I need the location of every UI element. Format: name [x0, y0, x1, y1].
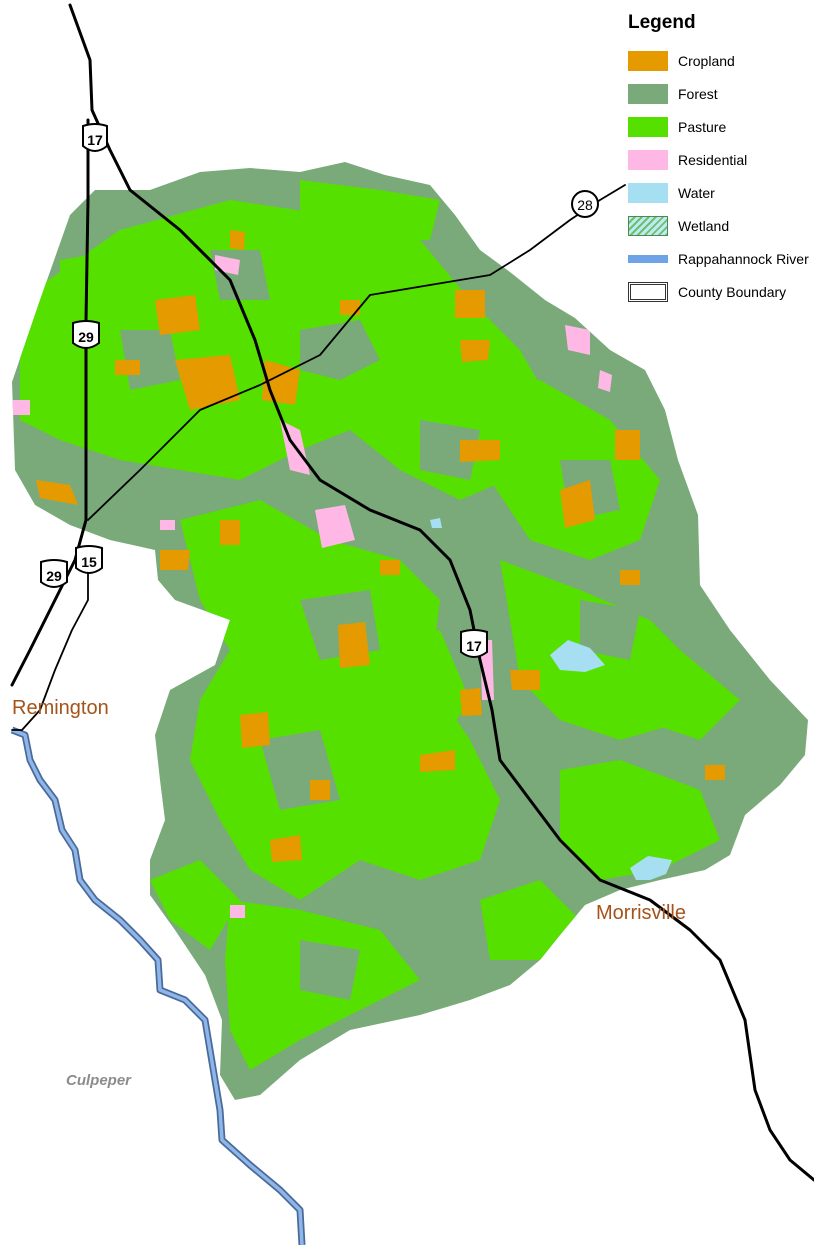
road-us15: [11, 559, 89, 731]
culpeper-label: Culpeper: [66, 1072, 132, 1089]
us29-shield-north: 29: [72, 320, 100, 349]
us17-shield-north: 17: [82, 123, 108, 152]
legend-label: Rappahannock River: [678, 250, 809, 267]
legend-item-county-boundary: County Boundary: [628, 275, 814, 308]
us29-shield-south-label: 29: [46, 568, 62, 584]
legend-label: Water: [678, 184, 715, 201]
river-swatch: [628, 254, 668, 263]
legend-item-cropland: Cropland: [628, 44, 814, 77]
road-us29: [10, 118, 90, 687]
va28-shield-label: 28: [577, 197, 593, 213]
us17-shield-south-label: 17: [466, 638, 482, 654]
county-boundary-swatch: [628, 281, 668, 302]
us15-shield-label: 15: [81, 554, 97, 570]
legend-label: Residential: [678, 151, 748, 168]
us29-shield-north-label: 29: [78, 329, 94, 345]
legend: Legend Cropland Forest Pasture Residenti…: [628, 12, 814, 308]
us17-shield-north-label: 17: [87, 132, 103, 148]
legend-label: Cropland: [678, 52, 735, 69]
legend-item-pasture: Pasture: [628, 110, 814, 143]
roads: [10, 3, 814, 1182]
route-shields: 17 29 29 15 17 28: [40, 123, 599, 658]
legend-title: Legend: [628, 12, 696, 33]
legend-label: Forest: [678, 85, 718, 102]
pasture-swatch: [628, 116, 668, 137]
road-va28: [87, 184, 626, 521]
legend-item-water: Water: [628, 176, 814, 209]
us17-shield-south: 17: [460, 629, 488, 658]
legend-label: County Boundary: [678, 283, 787, 300]
water-bodies: [430, 518, 672, 880]
us29-shield-south: 29: [40, 559, 68, 588]
road-us17: [68, 3, 814, 1182]
wetland-swatch: [628, 215, 668, 236]
legend-item-wetland: Wetland: [628, 209, 814, 242]
legend-label: Pasture: [678, 118, 727, 135]
remington-label: Remington: [12, 697, 109, 719]
cropland-swatch: [628, 50, 668, 71]
us15-shield: 15: [75, 545, 103, 574]
forest-swatch: [628, 83, 668, 104]
va28-shield: 28: [571, 190, 599, 218]
water-swatch: [628, 182, 668, 203]
legend-item-forest: Forest: [628, 77, 814, 110]
legend-item-residential: Residential: [628, 143, 814, 176]
morrisville-label: Morrisville: [596, 902, 686, 924]
legend-label: Wetland: [678, 217, 730, 234]
rappahannock-river-fill: [11, 728, 304, 1245]
residential-swatch: [628, 149, 668, 170]
legend-item-river: Rappahannock River: [628, 242, 814, 275]
